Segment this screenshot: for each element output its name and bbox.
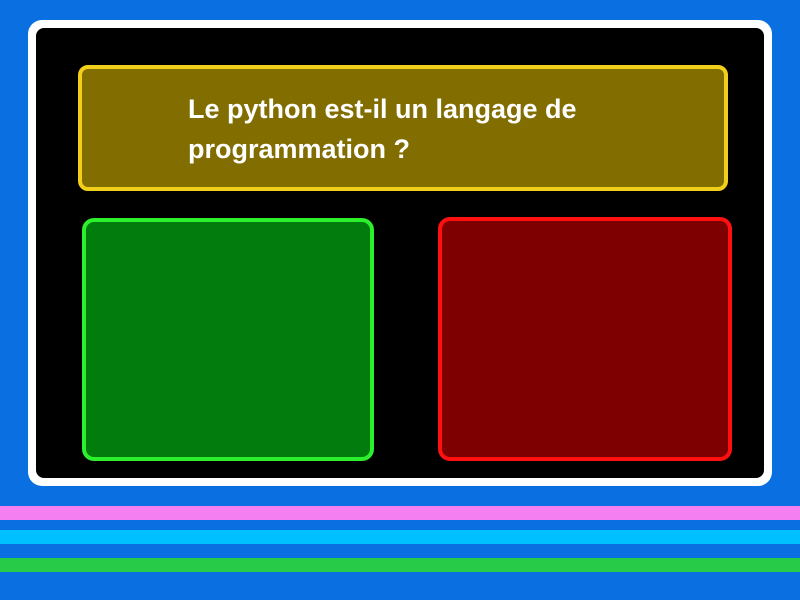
question-box: Le python est-il un langage de programma… (78, 65, 728, 191)
answer-option-red[interactable] (438, 217, 732, 461)
answer-option-green[interactable] (82, 218, 374, 461)
decorative-stripe-cyan (0, 530, 800, 544)
quiz-board-inner: Le python est-il un langage de programma… (36, 28, 764, 478)
decorative-stripe-green (0, 558, 800, 572)
question-text: Le python est-il un langage de programma… (188, 94, 577, 164)
decorative-stripe-pink (0, 506, 800, 520)
quiz-board: Le python est-il un langage de programma… (28, 20, 772, 486)
